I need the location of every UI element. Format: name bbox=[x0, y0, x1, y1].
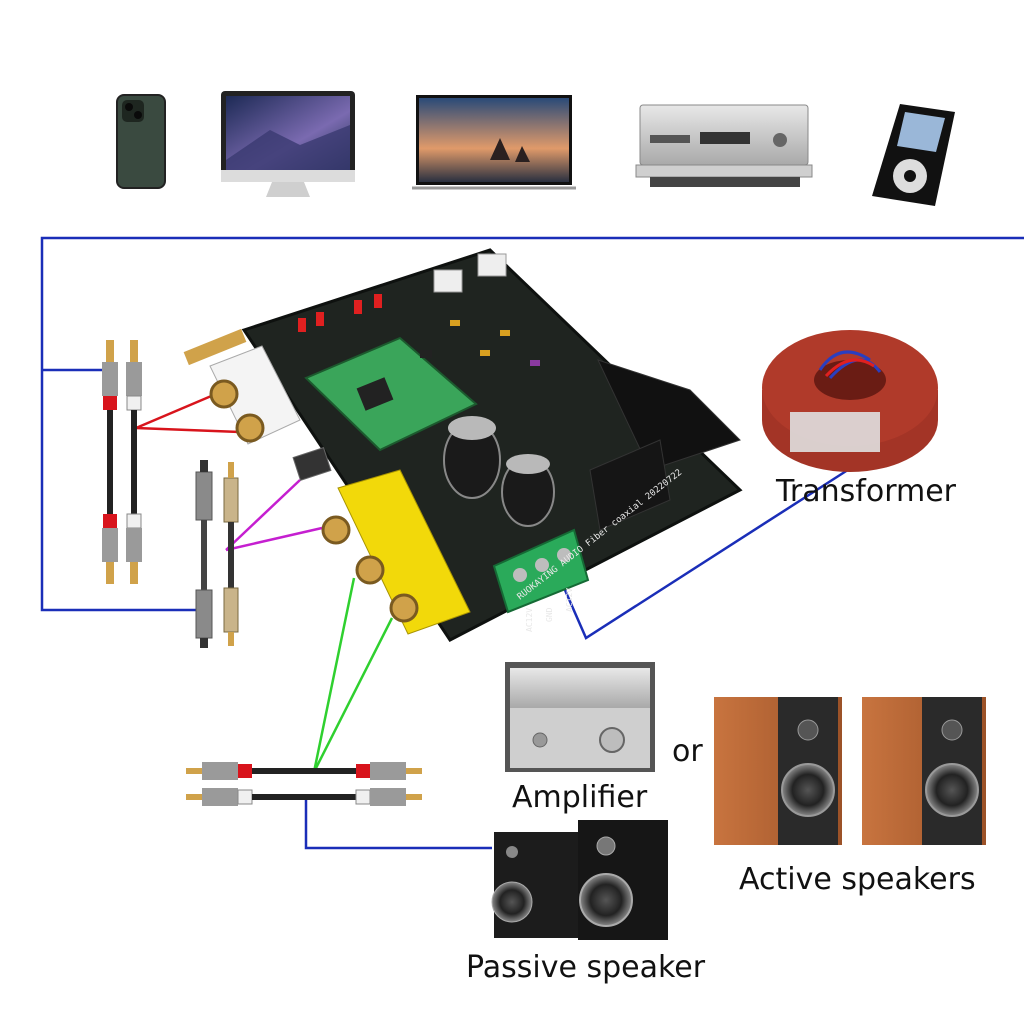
transformer-icon bbox=[762, 330, 938, 472]
passive-speaker-label: Passive speaker bbox=[466, 950, 706, 985]
passive-speakers-icon bbox=[491, 820, 668, 940]
phone-icon bbox=[116, 94, 166, 189]
green-wires bbox=[312, 577, 394, 773]
cd-player-icon bbox=[635, 104, 813, 187]
terminal-labels: AC12V GND AC12V bbox=[525, 588, 574, 632]
transformer-label: Transformer bbox=[776, 474, 957, 509]
active-speakers-label: Active speakers bbox=[739, 862, 976, 897]
optical-cable bbox=[195, 460, 213, 648]
blue-wires bbox=[40, 236, 1024, 850]
terminal-label: AC12V bbox=[525, 608, 534, 632]
terminal-label: AC12V bbox=[565, 588, 574, 612]
terminal-label: GND bbox=[545, 607, 554, 622]
coaxial-cable bbox=[223, 462, 239, 646]
amplifier-icon bbox=[505, 662, 655, 772]
rca-cable-pair bbox=[102, 340, 142, 584]
dac-board bbox=[183, 248, 743, 642]
or-label: or bbox=[672, 734, 703, 769]
tv-icon bbox=[412, 95, 576, 190]
active-speakers-icon bbox=[714, 697, 986, 845]
computer-icon bbox=[221, 91, 355, 197]
red-wires bbox=[135, 392, 241, 434]
music-player-icon bbox=[872, 104, 955, 206]
amplifier-label: Amplifier bbox=[512, 780, 648, 815]
magenta-wires bbox=[225, 479, 323, 552]
rca-output-cable bbox=[186, 762, 422, 806]
